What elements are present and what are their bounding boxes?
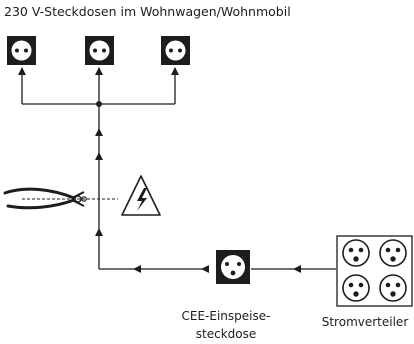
distributor-label: Stromverteiler	[322, 315, 409, 329]
up-arrow	[95, 228, 103, 236]
cee-inlet-socket-icon	[216, 250, 250, 284]
wall-socket-2	[85, 36, 114, 65]
cee-distributor-icon	[336, 235, 413, 307]
wall-socket-3	[161, 36, 190, 65]
schuko-socket-icon	[85, 36, 114, 65]
up-arrow	[95, 152, 103, 160]
up-arrow	[95, 128, 103, 136]
diagram-title: 230 V-Steckdosen im Wohnwagen/Wohnmobil	[4, 4, 291, 19]
distributor-socket	[379, 274, 407, 302]
wall-socket-1	[7, 36, 36, 65]
schuko-socket-icon	[7, 36, 36, 65]
left-arrow	[293, 265, 301, 273]
junction-node	[96, 101, 102, 107]
cee-inlet-socket	[216, 250, 250, 284]
pliers-upper-handle	[3, 187, 76, 200]
inlet-label-line1: CEE-Einspeise-	[182, 309, 271, 323]
schuko-socket-icon	[161, 36, 190, 65]
distributor-socket	[342, 239, 370, 267]
distributor-socket	[342, 274, 370, 302]
pliers-jaw	[71, 191, 85, 207]
high-voltage-warning-icon	[121, 175, 161, 216]
power-distributor	[336, 235, 413, 307]
pliers-lower-handle	[6, 198, 76, 210]
wire-cutter-pliers-icon	[3, 187, 118, 210]
distributor-socket	[379, 239, 407, 267]
left-arrow	[201, 265, 209, 273]
left-arrow	[133, 265, 141, 273]
supply-line-arrows	[133, 265, 301, 273]
inlet-label-line2: steckdose	[196, 327, 256, 341]
main-line-arrows	[95, 128, 103, 236]
lightning-bolt	[137, 188, 147, 211]
